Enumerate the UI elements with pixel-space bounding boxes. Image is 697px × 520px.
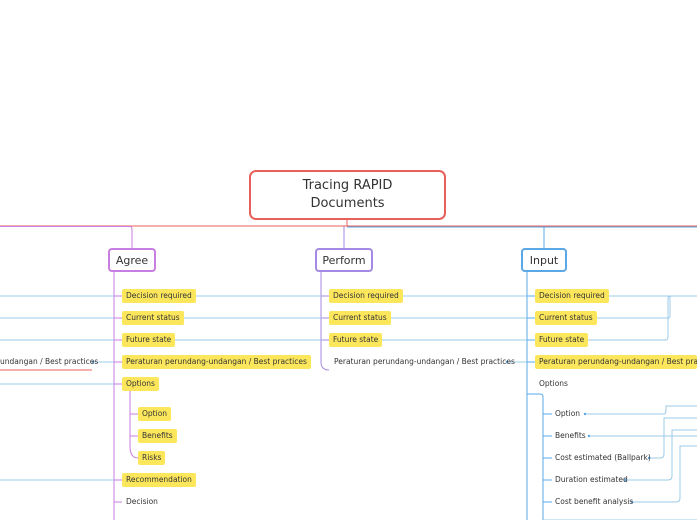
input-cost-benefit-analysis[interactable]: Cost benefit analysis	[555, 497, 634, 506]
agree-benefits[interactable]: Benefits	[138, 429, 177, 443]
agree-peraturan[interactable]: Peraturan perundang-undangan / Best prac…	[122, 355, 311, 369]
branch-input-label: Input	[529, 253, 559, 267]
agree-option[interactable]: Option	[138, 407, 172, 421]
root-topic[interactable]: Tracing RAPID Documents	[249, 170, 446, 220]
agree-decision-required[interactable]: Decision required	[122, 289, 196, 303]
agree-current-status[interactable]: Current status	[122, 311, 184, 325]
branch-agree-label: Agree	[115, 253, 149, 267]
perform-future-state[interactable]: Future state	[329, 333, 383, 347]
branch-perform-label: Perform	[322, 253, 366, 267]
input-option[interactable]: Option	[555, 409, 581, 418]
input-peraturan[interactable]: Peraturan perundang-undangan / Best prac…	[535, 355, 697, 369]
agree-options[interactable]: Options	[122, 377, 159, 391]
left-partial-topic[interactable]: undangan / Best practices	[0, 357, 99, 366]
input-future-state[interactable]: Future state	[535, 333, 589, 347]
input-decision-required[interactable]: Decision required	[535, 289, 609, 303]
perform-current-status[interactable]: Current status	[329, 311, 391, 325]
input-benefits[interactable]: Benefits	[555, 431, 586, 440]
input-cost-estimated[interactable]: Cost estimated (Ballpark)	[555, 453, 651, 462]
branch-perform[interactable]: Perform	[315, 248, 373, 272]
input-options[interactable]: Options	[539, 379, 568, 388]
branch-agree[interactable]: Agree	[108, 248, 156, 272]
root-topic-title: Tracing RAPID Documents	[302, 178, 393, 211]
perform-decision-required[interactable]: Decision required	[329, 289, 403, 303]
input-current-status[interactable]: Current status	[535, 311, 597, 325]
agree-risks[interactable]: Risks	[138, 451, 166, 465]
input-duration-estimated[interactable]: Duration estimated	[555, 475, 628, 484]
branch-input[interactable]: Input	[521, 248, 567, 272]
perform-peraturan[interactable]: Peraturan perundang-undangan / Best prac…	[334, 357, 515, 366]
agree-decision[interactable]: Decision	[126, 497, 158, 506]
agree-recommendation[interactable]: Recommendation	[122, 473, 196, 487]
agree-future-state[interactable]: Future state	[122, 333, 176, 347]
